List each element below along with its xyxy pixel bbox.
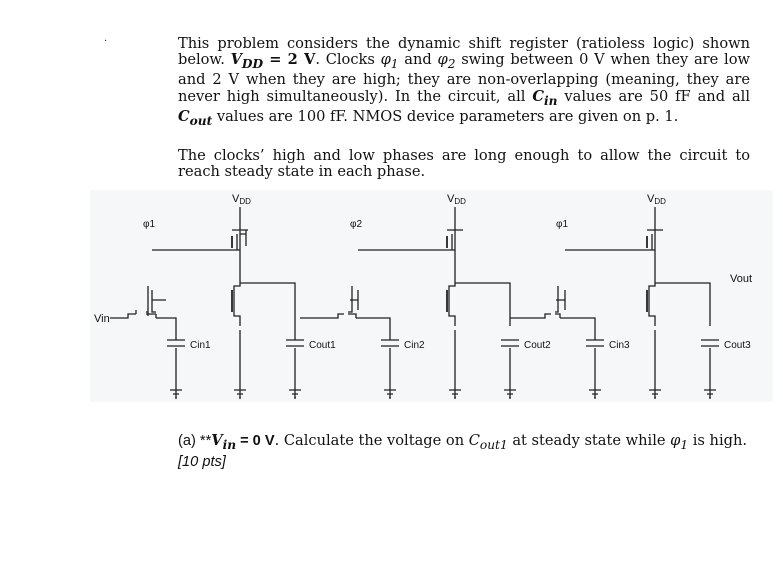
clock-label-3: φ1 (556, 219, 568, 230)
question-text-3: is high. (688, 432, 747, 449)
question-text-1: . Calculate the voltage on (274, 432, 469, 449)
cap-label-cout3: Cout3 (724, 340, 751, 351)
cap-label-cin3: Cin3 (609, 340, 630, 351)
question-vin-symbol: V (211, 432, 223, 449)
vdd-subscript: DD (241, 57, 264, 72)
vdd-label-3: VDD (647, 193, 666, 206)
shift-register-circuit: φ1 φ2 φ1 VDD VDD VDD Vin Vout Cin1 Cout1… (90, 190, 773, 402)
circuit-background (90, 190, 773, 402)
transistor-gates (231, 236, 648, 312)
intro-text-2: . Clocks (315, 51, 381, 69)
steady-state-paragraph: The clocks’ high and low phases are long… (178, 147, 750, 181)
cap-label-cin2: Cin2 (404, 340, 425, 351)
ground-symbols (170, 389, 716, 399)
cin-subscript: in (544, 93, 558, 108)
cap-label-cout1: Cout1 (309, 340, 336, 351)
question-text-2: at steady state while (507, 432, 671, 449)
stage2-wires (300, 207, 511, 398)
phi2-subscript: 2 (447, 57, 456, 72)
phi1-symbol: φ (380, 51, 391, 69)
intro-text-4: swing between 0 V when they are low and … (178, 51, 750, 105)
cin-symbol: C (532, 87, 544, 105)
question-phi-subscript: 1 (680, 437, 689, 452)
stage1-wires (110, 207, 296, 398)
question-a: (a) **Vin = 0 V. Calculate the voltage o… (178, 432, 750, 471)
question-cout-symbol: C (468, 432, 480, 449)
question-phi-symbol: φ (670, 432, 681, 449)
cout-symbol: C (178, 107, 190, 125)
cap-label-cin1: Cin1 (190, 340, 211, 351)
phi2-symbol: φ (437, 51, 448, 69)
phi1-subscript: 1 (390, 57, 399, 72)
question-vin-subscript: in (222, 437, 237, 452)
vout-label: Vout (730, 273, 752, 285)
intro-paragraph: This problem considers the dynamic shift… (178, 35, 751, 129)
vin-label: Vin (94, 313, 110, 325)
intro-text-6: values are 100 fF. NMOS device parameter… (212, 107, 679, 125)
intro-text-1: This problem considers the dynamic shift… (178, 35, 750, 69)
intro-text-3: and (398, 51, 438, 69)
vdd-value: = 2 V (263, 51, 316, 69)
vdd-symbol: V (230, 51, 242, 69)
vdd-label-2: VDD (447, 193, 466, 206)
clock-label-1: φ1 (143, 219, 155, 230)
question-points: [10 pts] (178, 453, 226, 470)
vdd-label-1: VDD (232, 193, 251, 206)
intro-text-5: values are 50 fF and all (557, 87, 751, 105)
capacitor-plates (167, 339, 719, 347)
cout-subscript: out (189, 113, 213, 128)
cap-label-cout2: Cout2 (524, 340, 551, 351)
clock-label-2: φ2 (350, 219, 362, 230)
question-cout-subscript: out1 (479, 437, 508, 452)
question-prefix: (a) ** (178, 433, 212, 449)
stage3-wires (510, 207, 711, 398)
margin-dot: · (104, 36, 108, 47)
question-vin-value: = 0 V (236, 433, 275, 449)
